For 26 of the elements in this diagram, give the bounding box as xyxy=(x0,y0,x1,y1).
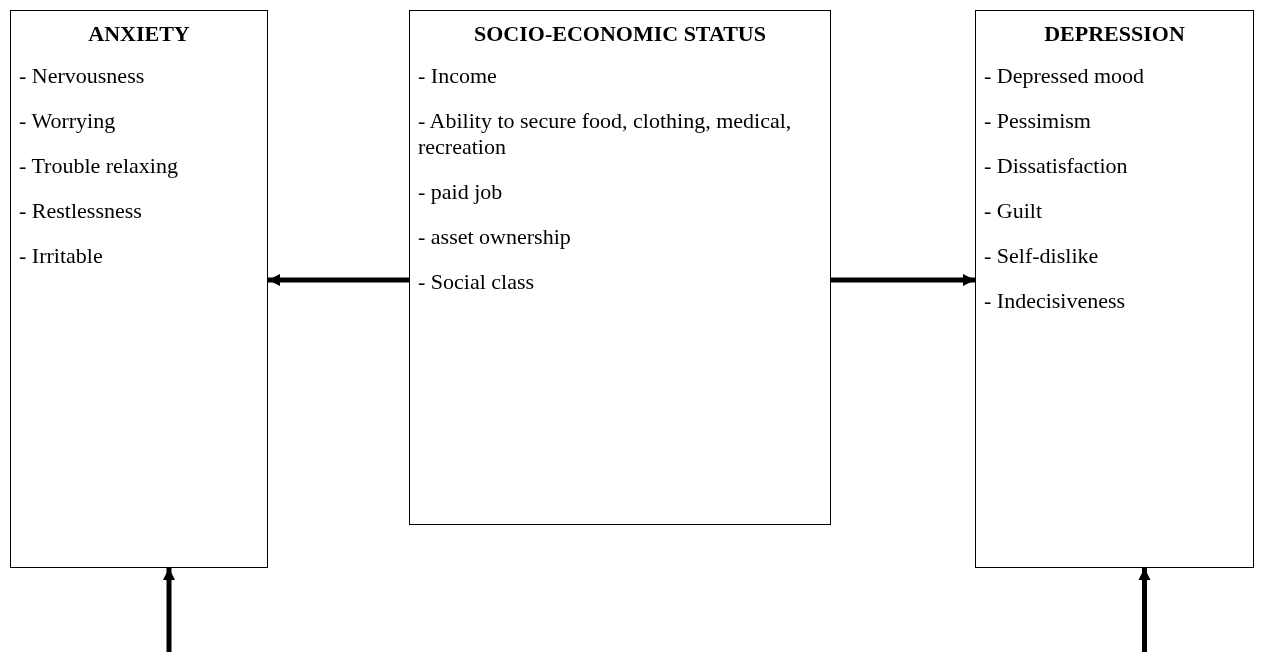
list-item: - Worrying xyxy=(19,108,117,134)
box-heading: ANXIETY xyxy=(87,21,191,47)
list-item: - Irritable xyxy=(19,243,104,269)
concept-box xyxy=(409,10,831,525)
arrow xyxy=(268,274,409,286)
list-item: - Guilt xyxy=(984,198,1044,224)
arrow xyxy=(831,274,975,286)
list-item: - Ability to secure food, clothing, medical, recreation xyxy=(418,108,793,160)
list-item: - Self-dislike xyxy=(984,243,1100,269)
list-item: - Indecisiveness xyxy=(984,288,1127,314)
list-item: - Social class xyxy=(418,269,536,295)
list-item: - Nervousness xyxy=(19,63,146,89)
concept-box xyxy=(10,10,268,568)
list-item: - Dissatisfaction xyxy=(984,153,1129,179)
list-item: - Restlessness xyxy=(19,198,143,224)
list-item: - asset ownership xyxy=(418,224,572,250)
list-item: - paid job xyxy=(418,179,504,205)
box-heading: SOCIO-ECONOMIC STATUS xyxy=(473,21,767,47)
list-item: - Income xyxy=(418,63,498,89)
list-item: - Trouble relaxing xyxy=(19,153,179,179)
box-heading: DEPRESSION xyxy=(1043,21,1186,47)
concept-box xyxy=(975,10,1254,568)
arrow xyxy=(1138,568,1151,652)
list-item: - Depressed mood xyxy=(984,63,1146,89)
list-item: - Pessimism xyxy=(984,108,1092,134)
arrow xyxy=(163,568,175,652)
